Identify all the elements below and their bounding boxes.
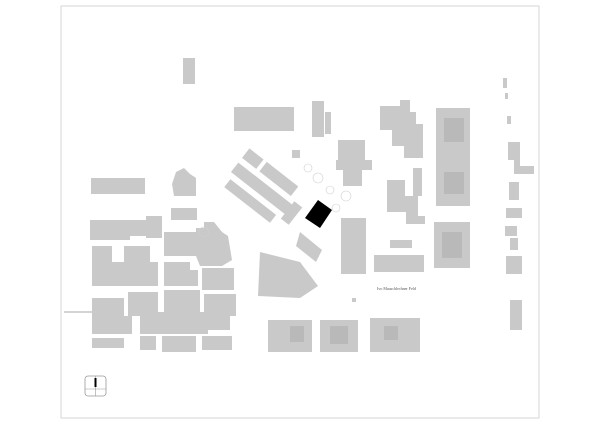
building bbox=[162, 336, 196, 352]
building bbox=[380, 100, 423, 158]
building bbox=[164, 290, 208, 334]
building bbox=[413, 168, 422, 196]
building bbox=[505, 93, 508, 99]
building bbox=[312, 101, 324, 137]
building bbox=[90, 216, 162, 240]
building bbox=[444, 172, 464, 194]
building bbox=[92, 338, 124, 348]
building bbox=[444, 118, 464, 142]
building bbox=[183, 58, 195, 84]
building bbox=[128, 292, 164, 334]
building bbox=[336, 140, 372, 186]
building bbox=[92, 298, 132, 334]
building bbox=[506, 208, 522, 218]
building bbox=[505, 226, 517, 236]
building bbox=[508, 142, 534, 174]
building bbox=[503, 78, 507, 88]
building bbox=[91, 178, 145, 194]
building bbox=[224, 179, 277, 223]
building bbox=[234, 107, 294, 131]
building bbox=[204, 294, 236, 330]
building bbox=[510, 238, 518, 250]
building bbox=[92, 246, 158, 286]
building bbox=[330, 326, 348, 344]
building bbox=[290, 326, 304, 342]
building bbox=[280, 201, 303, 225]
building bbox=[172, 168, 196, 196]
tree bbox=[340, 190, 352, 202]
tree bbox=[303, 163, 313, 173]
tree bbox=[198, 226, 210, 238]
building bbox=[352, 298, 356, 302]
building bbox=[292, 150, 300, 158]
building bbox=[325, 112, 331, 134]
building bbox=[164, 262, 198, 286]
building bbox=[296, 232, 322, 262]
building bbox=[230, 162, 294, 216]
tree bbox=[325, 185, 335, 195]
building bbox=[507, 116, 511, 124]
building bbox=[387, 180, 425, 224]
trees-layer bbox=[198, 163, 352, 238]
tree bbox=[312, 172, 324, 184]
building bbox=[202, 268, 234, 290]
buildings-layer bbox=[64, 58, 534, 352]
building bbox=[509, 182, 519, 200]
building bbox=[128, 250, 138, 260]
tree bbox=[331, 203, 341, 213]
building bbox=[384, 326, 398, 340]
building bbox=[341, 218, 366, 274]
building bbox=[390, 240, 412, 248]
building bbox=[258, 252, 318, 298]
building bbox=[374, 255, 424, 272]
building bbox=[242, 148, 264, 169]
north-arrow-icon bbox=[84, 375, 107, 397]
building bbox=[506, 256, 522, 274]
street-label: Ivo Mauschlechner Feld bbox=[377, 286, 416, 291]
building bbox=[259, 161, 299, 197]
building bbox=[510, 300, 522, 330]
building bbox=[140, 336, 156, 350]
highlighted-building bbox=[305, 200, 332, 228]
building bbox=[442, 232, 462, 258]
map-frame bbox=[60, 5, 540, 419]
building bbox=[164, 222, 232, 266]
building bbox=[171, 208, 197, 220]
building bbox=[202, 336, 232, 350]
